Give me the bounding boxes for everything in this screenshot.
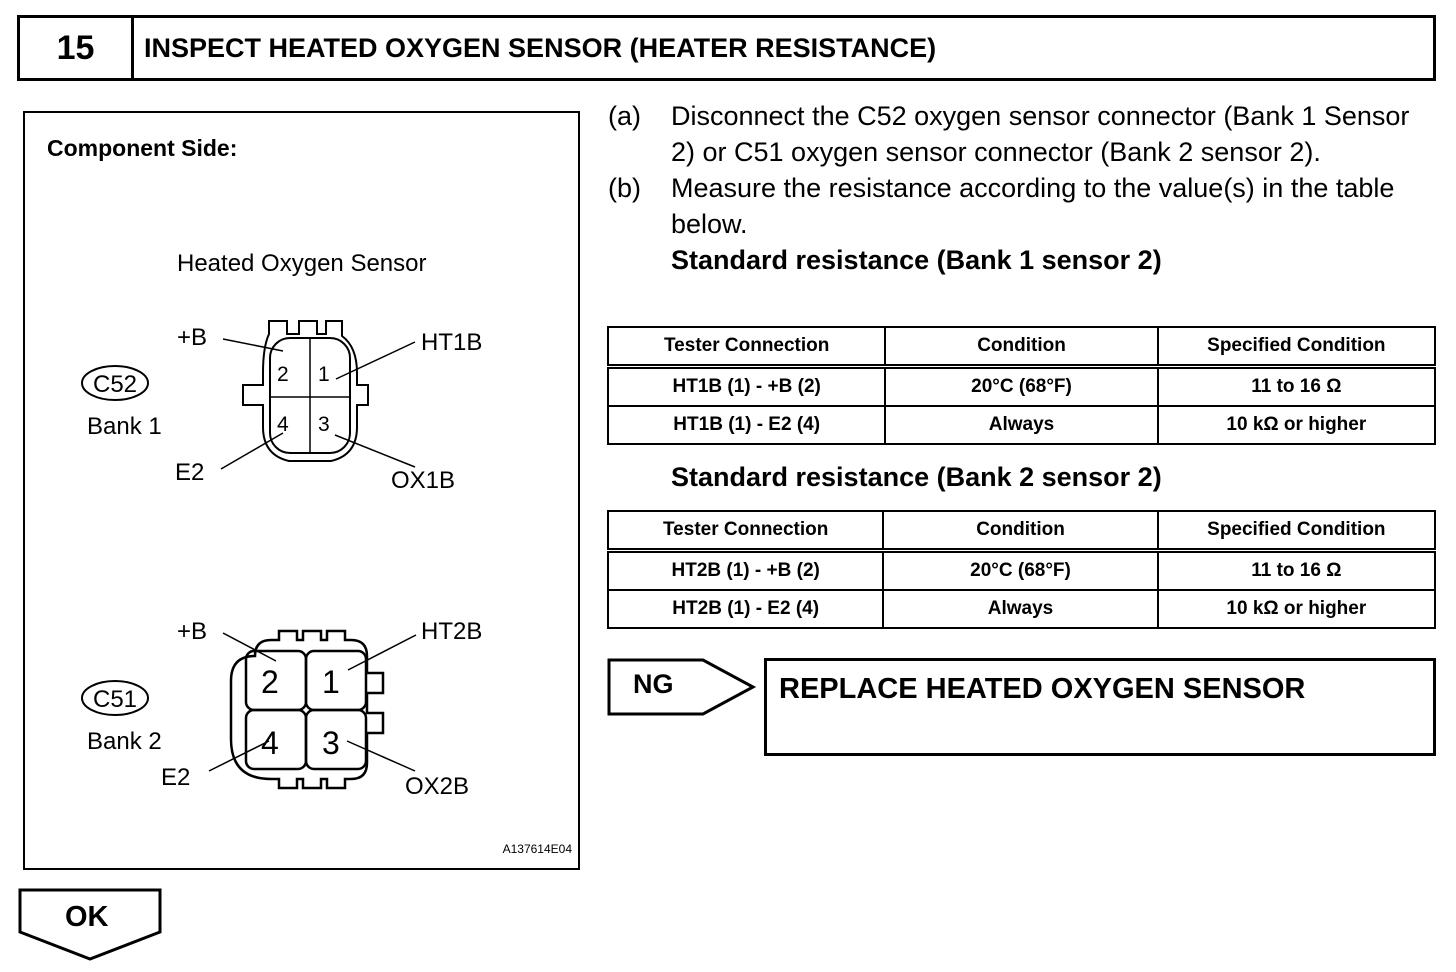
- c52-id-label: C52: [93, 371, 137, 398]
- table-cell: 10 kΩ or higher: [1156, 405, 1437, 445]
- c52-id-oval: [81, 365, 149, 401]
- resistance-table-bank2: Tester Connection Condition Specified Co…: [606, 510, 1437, 629]
- c52-plus-b-label: +B: [177, 324, 207, 351]
- table2-title: Standard resistance (Bank 2 sensor 2): [671, 462, 1162, 492]
- c52-ox1b-label: OX1B: [391, 467, 455, 494]
- ng-action-box: REPLACE HEATED OXYGEN SENSOR: [764, 658, 1436, 756]
- c51-pin-4: 4: [261, 725, 279, 761]
- connector-diagram: Component Side: Heated Oxygen Sensor 2 1…: [23, 111, 580, 870]
- c51-plus-b-label: +B: [177, 618, 207, 645]
- ok-arrow-shape: [18, 888, 162, 961]
- resistance-table-bank1: Tester Connection Condition Specified Co…: [606, 326, 1437, 445]
- figure-code: A137614E04: [503, 842, 573, 856]
- c51-e2-label: E2: [161, 764, 190, 791]
- table-row: HT1B (1) - E2 (4) Always 10 kΩ or higher: [606, 405, 1437, 445]
- c51-leader-lines: [208, 632, 417, 772]
- instruction-steps: (a) Disconnect the C52 oxygen sensor con…: [608, 98, 1438, 278]
- table-cell: Always: [882, 589, 1159, 629]
- table-header-cell: Tester Connection: [606, 326, 887, 369]
- component-side-label: Component Side:: [47, 135, 237, 161]
- ng-arrow: NG: [607, 657, 757, 717]
- table-header-row: Tester Connection Condition Specified Co…: [606, 326, 1437, 369]
- c52-pin-1: 1: [318, 363, 330, 386]
- table-header-cell: Condition: [882, 510, 1159, 553]
- c51-ox2b-label: OX2B: [405, 773, 469, 800]
- c52-leader-lines: [220, 338, 416, 470]
- table-header-row: Tester Connection Condition Specified Co…: [606, 510, 1437, 553]
- c51-pin-3: 3: [322, 725, 340, 761]
- c52-pin-3: 3: [318, 413, 330, 436]
- step-b-text: Measure the resistance according to the …: [671, 173, 1395, 239]
- table-cell: HT1B (1) - +B (2): [606, 365, 887, 407]
- table-cell: 20°C (68°F): [882, 549, 1159, 591]
- step-title: INSPECT HEATED OXYGEN SENSOR (HEATER RES…: [144, 32, 937, 63]
- table-cell: HT2B (1) - +B (2): [606, 549, 885, 591]
- table-row: HT2B (1) - E2 (4) Always 10 kΩ or higher: [606, 589, 1437, 629]
- c52-connector: [242, 320, 369, 462]
- c51-ht2b-label: HT2B: [421, 618, 482, 645]
- step-b-letter: (b): [608, 173, 641, 203]
- table-cell: 11 to 16 Ω: [1156, 365, 1437, 407]
- ng-label: NG: [633, 669, 674, 699]
- c51-pin-2: 2: [261, 664, 279, 700]
- ok-arrow: OK: [17, 887, 163, 962]
- table-row: HT2B (1) - +B (2) 20°C (68°F) 11 to 16 Ω: [606, 549, 1437, 591]
- connector-diagram-svg: Component Side: Heated Oxygen Sensor 2 1…: [47, 135, 573, 856]
- table-cell: HT1B (1) - E2 (4): [606, 405, 887, 445]
- c52-e2-label: E2: [175, 459, 204, 486]
- ng-arrow-shape: [607, 658, 757, 716]
- c52-bank-label: Bank 1: [87, 413, 162, 440]
- ng-action-text: REPLACE HEATED OXYGEN SENSOR: [779, 673, 1306, 705]
- step-header: 15 INSPECT HEATED OXYGEN SENSOR (HEATER …: [17, 15, 1436, 81]
- table-header-cell: Specified Condition: [1156, 510, 1437, 553]
- table-cell: Always: [884, 405, 1159, 445]
- table-header-cell: Condition: [884, 326, 1159, 369]
- step-a-text: Disconnect the C52 oxygen sensor connect…: [671, 101, 1410, 167]
- table1-title: Standard resistance (Bank 1 sensor 2): [671, 245, 1162, 275]
- c52-pin-4: 4: [277, 413, 289, 436]
- step-number: 15: [20, 18, 134, 78]
- c52-ht1b-label: HT1B: [421, 329, 482, 356]
- table-cell: 20°C (68°F): [884, 365, 1159, 407]
- sensor-name-label: Heated Oxygen Sensor: [177, 250, 426, 277]
- step-a-letter: (a): [608, 101, 641, 131]
- ok-label: OK: [65, 901, 109, 933]
- table-cell: 10 kΩ or higher: [1156, 589, 1437, 629]
- table-cell: HT2B (1) - E2 (4): [606, 589, 885, 629]
- step-b: (b) Measure the resistance according to …: [608, 170, 1438, 242]
- table-row: HT1B (1) - +B (2) 20°C (68°F) 11 to 16 Ω: [606, 365, 1437, 407]
- table-header-cell: Tester Connection: [606, 510, 885, 553]
- c52-pin-2: 2: [277, 363, 289, 386]
- c51-pin-1: 1: [322, 664, 340, 700]
- c51-id-oval: [81, 680, 149, 716]
- c51-id-label: C51: [93, 686, 137, 713]
- c51-connector: [229, 629, 385, 790]
- c51-bank-label: Bank 2: [87, 728, 162, 755]
- table-header-cell: Specified Condition: [1156, 326, 1437, 369]
- step-a: (a) Disconnect the C52 oxygen sensor con…: [608, 98, 1438, 170]
- table-cell: 11 to 16 Ω: [1156, 549, 1437, 591]
